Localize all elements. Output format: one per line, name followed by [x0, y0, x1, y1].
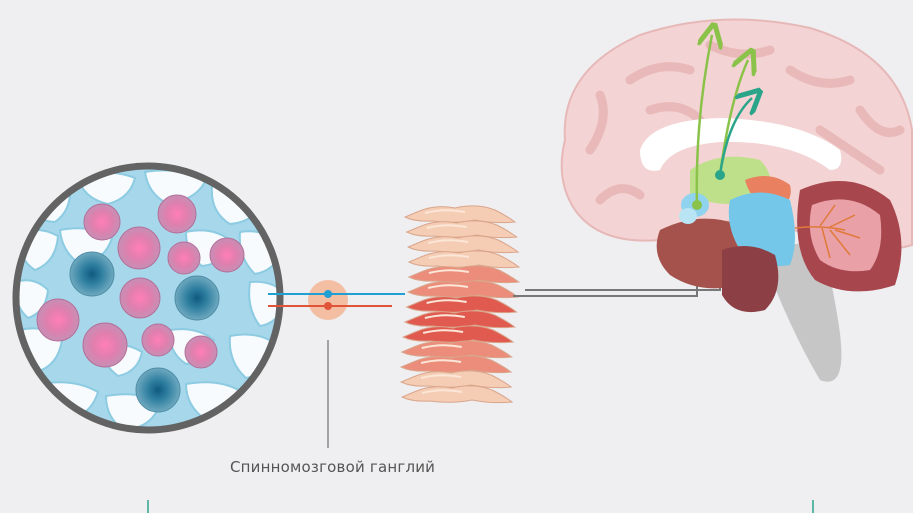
blue-cell: [175, 276, 219, 320]
brain-sagittal: [562, 19, 912, 381]
vertebra: [408, 236, 518, 253]
pink-cell: [120, 278, 160, 318]
tissue-magnifier: [10, 160, 290, 440]
blue-cell: [136, 368, 180, 412]
pink-cell: [168, 242, 200, 274]
pink-cell: [84, 204, 120, 240]
vertebra: [402, 341, 512, 358]
vertebra: [409, 251, 519, 268]
vertebra: [407, 296, 517, 313]
vertebra: [409, 266, 519, 283]
vertebra: [407, 221, 517, 238]
vertebra: [401, 356, 511, 373]
vertebra: [408, 281, 518, 298]
vertebra: [405, 206, 515, 223]
vertebra: [402, 386, 512, 403]
spinal-column: [401, 206, 519, 403]
ganglion-node-red: [324, 302, 332, 310]
ganglion-caption: Спинномозговой ганглий: [230, 458, 430, 476]
vertebra: [403, 326, 513, 343]
blue-cell: [70, 252, 114, 296]
relay-node-teal: [715, 170, 725, 180]
pink-cell: [37, 299, 79, 341]
relay-node-green: [692, 200, 702, 210]
pink-cell: [142, 324, 174, 356]
ganglion-node-blue: [324, 290, 332, 298]
peripheral-nerve: [268, 280, 405, 448]
pink-cell: [158, 195, 196, 233]
pink-cell: [118, 227, 160, 269]
vertebra: [405, 311, 515, 328]
vertebra: [401, 371, 511, 388]
pons: [722, 246, 778, 312]
pink-cell: [210, 238, 244, 272]
spinal-ganglion: [308, 280, 348, 320]
pink-cell: [185, 336, 217, 368]
pink-cell: [83, 323, 127, 367]
